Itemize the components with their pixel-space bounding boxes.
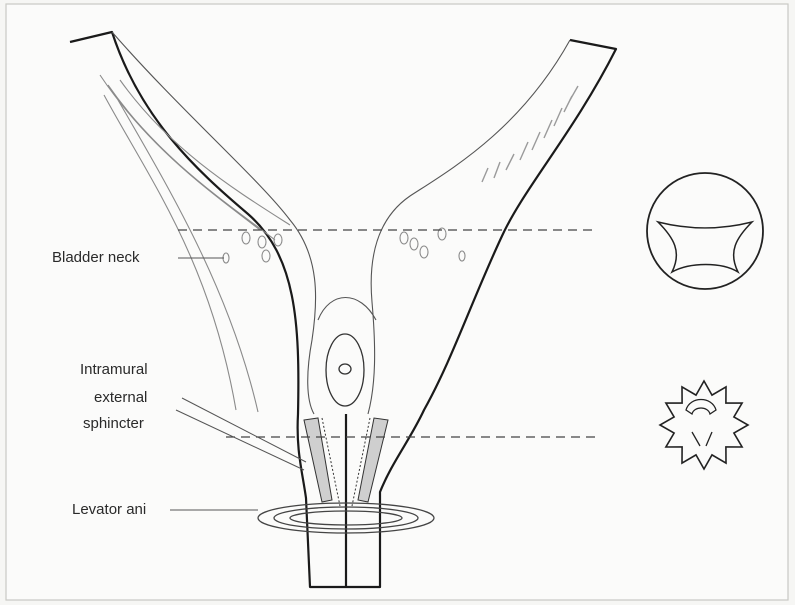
- label-external: external: [94, 389, 147, 406]
- label-bladder-neck: Bladder neck: [52, 249, 140, 266]
- label-intramural: Intramural: [80, 361, 148, 378]
- label-sphincter: sphincter: [83, 415, 144, 432]
- label-levator-ani: Levator ani: [72, 501, 146, 518]
